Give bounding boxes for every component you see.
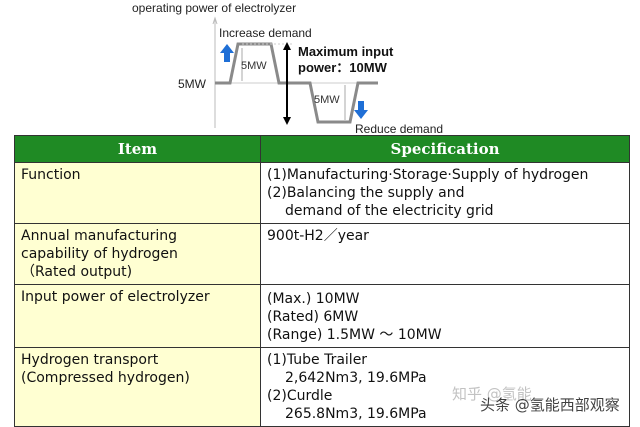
up-delta-label: 5MW: [241, 60, 267, 72]
operating-power-diagram: operating power of electrolyzer 5MW 5MW …: [132, 1, 443, 135]
item-cell: Function: [14, 162, 261, 224]
item-text: Annual manufacturing: [21, 228, 178, 244]
spec-text: (Max.) 10MW: [267, 291, 360, 307]
watermark-zhihu: 知乎 @氢能: [452, 385, 532, 403]
spec-text: (Rated) 6MW: [267, 309, 359, 325]
table-row: Annual manufacturing capability of hydro…: [14, 223, 630, 285]
spec-cell: (1)Manufacturing·Storage·Supply of hydro…: [260, 162, 630, 224]
item-cell: Hydrogen transport (Compressed hydrogen): [14, 347, 261, 427]
up-arrow-icon: [220, 44, 234, 62]
table-row: Input power of electrolyzer (Max.) 10MW …: [14, 284, 630, 348]
spec-text: demand of the electricity grid: [285, 203, 494, 219]
table-row: Function (1)Manufacturing·Storage·Supply…: [14, 162, 630, 224]
spec-text: 265.8Nm3, 19.6MPa: [285, 406, 427, 422]
header-specification: Specification: [260, 135, 630, 163]
max-power-label-2: power：10MW: [298, 60, 388, 75]
increase-demand-label: Increase demand: [219, 26, 312, 40]
table-row: Hydrogen transport (Compressed hydrogen)…: [14, 347, 630, 427]
item-text: Input power of electrolyzer: [21, 289, 210, 305]
item-text: (Compressed hydrogen): [21, 370, 190, 386]
spec-text: (2)Balancing the supply and: [267, 185, 465, 201]
diagram-title: operating power of electrolyzer: [132, 1, 296, 15]
spec-cell: (Max.) 10MW (Rated) 6MW (Range) 1.5MW ～ …: [260, 284, 630, 348]
spec-text: (Range) 1.5MW ～ 10MW: [267, 327, 442, 343]
item-cell: Input power of electrolyzer: [14, 284, 261, 348]
item-cell: Annual manufacturing capability of hydro…: [14, 223, 261, 285]
item-text: （Rated output): [21, 264, 133, 280]
spec-text: (1)Tube Trailer: [267, 352, 368, 368]
spec-text: (2)Curdle: [267, 388, 333, 404]
item-text: Hydrogen transport: [21, 352, 159, 368]
item-text: capability of hydrogen: [21, 246, 178, 262]
power-curve: [215, 42, 378, 124]
spec-cell: (1)Tube Trailer 2,642Nm3, 19.6MPa (2)Cur…: [260, 347, 630, 427]
spec-text: 2,642Nm3, 19.6MPa: [285, 370, 427, 386]
down-arrow-icon: [354, 101, 368, 119]
spec-text: (1)Manufacturing·Storage·Supply of hydro…: [267, 167, 589, 183]
spec-cell: 900t-H2／year: [260, 223, 630, 285]
max-power-label-1: Maximum input: [298, 44, 394, 59]
table-header-row: Item Specification: [14, 135, 630, 163]
header-item: Item: [14, 135, 261, 163]
spec-table: Item Specification Function (1)Manufactu…: [14, 135, 630, 427]
baseline-label: 5MW: [178, 77, 207, 91]
y-axis-arrow: [212, 16, 218, 25]
watermark-toutiao: 头条 @氢能西部观察: [480, 396, 620, 414]
reduce-demand-label: Reduce demand: [355, 122, 443, 135]
item-text: Function: [21, 167, 81, 183]
down-delta-label: 5MW: [314, 94, 340, 106]
spec-text: 900t-H2／year: [267, 228, 369, 244]
